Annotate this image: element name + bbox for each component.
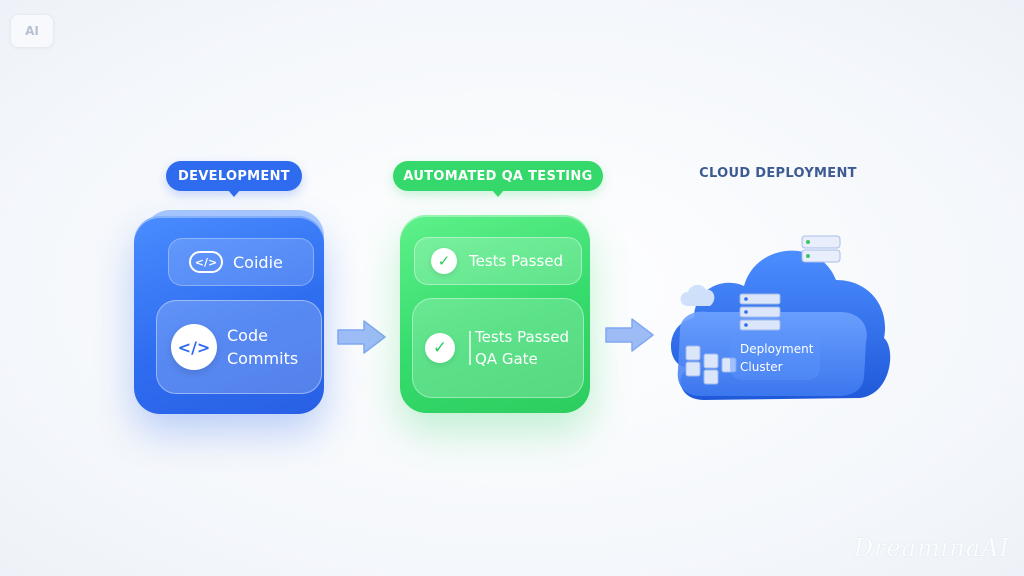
code-tag-icon: </> (189, 251, 223, 273)
flow-arrow-1-icon (337, 320, 386, 354)
cloud-label-text: CLOUD DEPLOYMENT (699, 165, 857, 181)
commits-line-1: Code (227, 326, 268, 345)
tests-passed-text: Tests Passed (469, 252, 564, 270)
qa-gate-row: ✓ Tests Passed QA Gate (412, 298, 584, 398)
deployment-cluster-label: Deployment Cluster (740, 340, 813, 376)
check-icon: ✓ (431, 248, 457, 274)
cloud-stage-label: CLOUD DEPLOYMENT (678, 158, 878, 188)
development-label-text: DEVELOPMENT (178, 168, 290, 184)
code-brackets-icon: </> (171, 324, 217, 370)
check-icon: ✓ (425, 333, 455, 363)
cluster-line-1: Deployment (740, 342, 814, 356)
commits-line-2: Commits (227, 349, 299, 368)
code-pill-text: Coidie (233, 252, 283, 272)
development-stage-label: DEVELOPMENT (166, 161, 302, 197)
tests-passed-row: ✓ Tests Passed (414, 237, 582, 285)
corner-logo-badge: AI (10, 14, 54, 48)
divider (469, 331, 471, 365)
flow-arrow-2-icon (605, 318, 654, 352)
qa-stage-label: AUTOMATED QA TESTING (393, 161, 603, 197)
watermark: DreaminaAI (853, 534, 1010, 562)
cloud-cluster-icon (670, 235, 891, 400)
code-commits-pill: </> Code Commits (156, 300, 322, 394)
qa-gate-line-2: QA Gate (475, 350, 538, 368)
qa-label-text: AUTOMATED QA TESTING (403, 168, 593, 184)
qa-gate-line-1: Tests Passed (475, 328, 570, 346)
code-pill: </> Coidie (168, 238, 314, 286)
cluster-line-2: Cluster (740, 360, 783, 374)
